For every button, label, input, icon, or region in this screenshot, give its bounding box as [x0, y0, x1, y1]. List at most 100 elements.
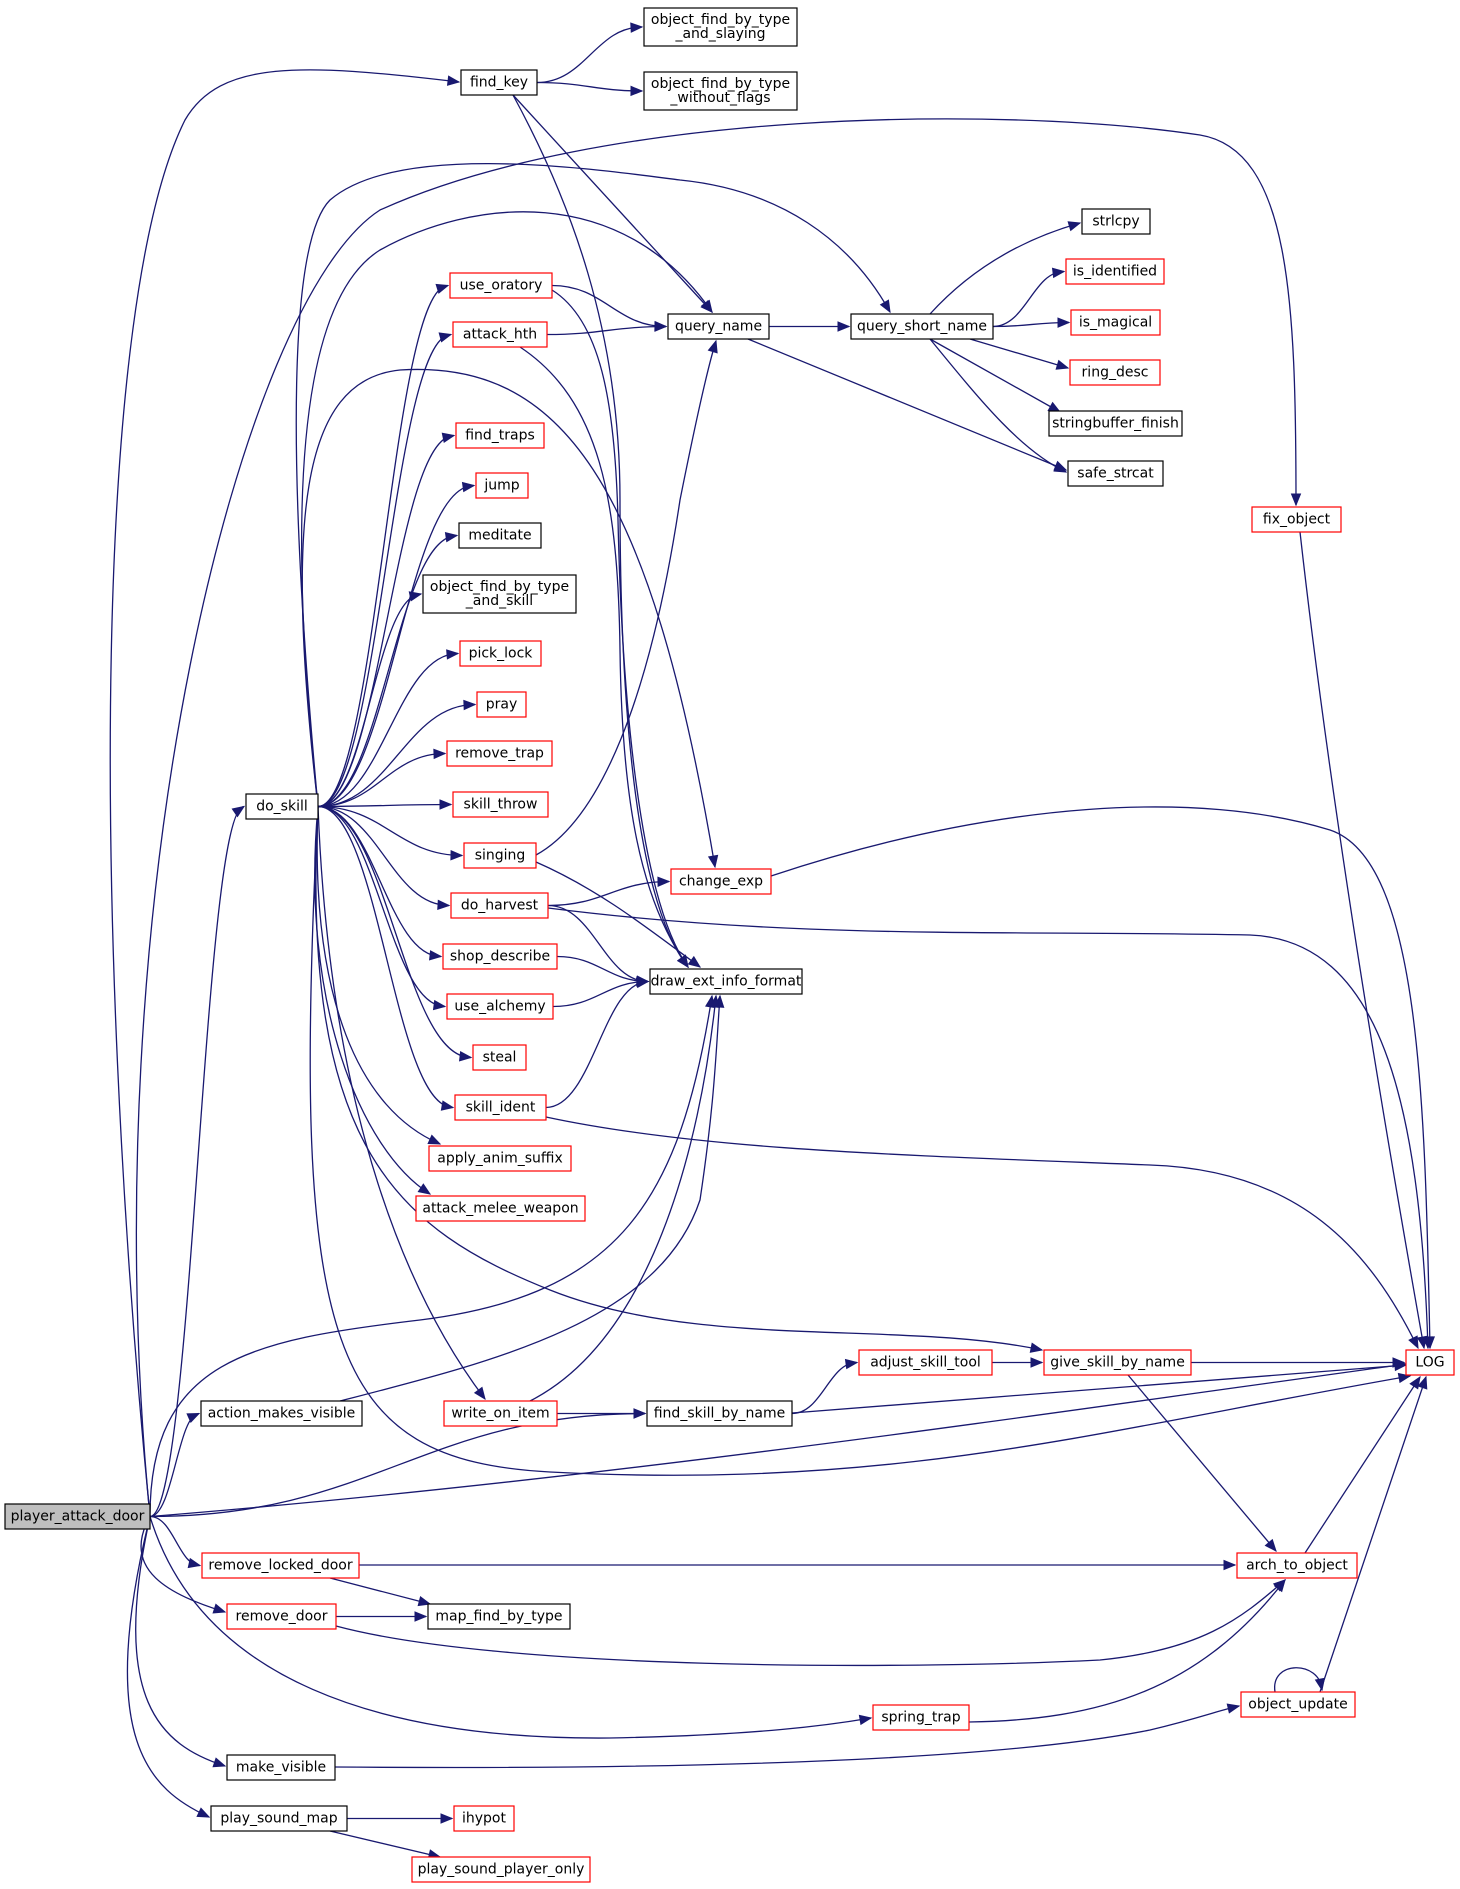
node-fix-object[interactable]: fix_object: [1251, 506, 1342, 533]
node-attack-hth[interactable]: attack_hth: [452, 321, 548, 348]
node-strlcpy[interactable]: strlcpy: [1081, 208, 1151, 235]
edge-write_on_item-to-find_skill_by_name: [557, 1408, 647, 1419]
node-layer: player_attack_door find_key object_find_by…: [4, 7, 1455, 1883]
edge-give_skill_by_name-to-LOG: [1190, 1357, 1406, 1368]
node-object-update[interactable]: object_update: [1240, 1691, 1356, 1718]
node-action-makes-visible[interactable]: action_makes_visible: [200, 1400, 363, 1427]
node-skill-throw[interactable]: skill_throw: [452, 791, 549, 818]
node-label: fix_object: [1263, 512, 1331, 528]
node-label: object_find_by_type: [430, 579, 569, 595]
node-label: find_traps: [465, 428, 535, 444]
edge-do_skill-to-pray: [317, 699, 477, 808]
node-is-magical[interactable]: is_magical: [1070, 309, 1161, 336]
node-object-find-by-type-and-skill[interactable]: object_find_by_type_and_skill: [422, 574, 577, 614]
node-label: apply_anim_suffix: [437, 1151, 563, 1167]
node-query-short-name[interactable]: query_short_name: [850, 313, 994, 340]
node-ring-desc[interactable]: ring_desc: [1069, 359, 1161, 386]
node-label: make_visible: [236, 1760, 326, 1776]
node-label: object_find_by_type: [651, 76, 790, 92]
node-use-alchemy[interactable]: use_alchemy: [446, 993, 554, 1020]
node-steal[interactable]: steal: [472, 1044, 527, 1071]
edge-do_skill-to-attack_hth: [317, 332, 453, 808]
edge-do_skill-to-use_oratory: [317, 283, 450, 808]
edge-object_update-to-LOG: [1319, 1375, 1428, 1693]
edge-write_on_item-to-draw_ext_info_format: [529, 994, 720, 1402]
edge-do_skill-to-object_find_by_type_and_skill: [317, 591, 423, 808]
edge-shop_describe-to-draw_ext_info_format: [556, 955, 650, 987]
node-remove-trap[interactable]: remove_trap: [446, 740, 553, 767]
edge-adjust_skill_tool-to-give_skill_by_name: [991, 1357, 1044, 1368]
edge-player_attack_door-to-action_makes_visible: [149, 1412, 201, 1518]
node-is-identified[interactable]: is_identified: [1065, 258, 1165, 285]
node-label: write_on_item: [451, 1406, 549, 1422]
node-jump[interactable]: jump: [475, 472, 529, 499]
node-play-sound-map[interactable]: play_sound_map: [210, 1805, 348, 1832]
node-spring-trap[interactable]: spring_trap: [872, 1704, 970, 1731]
edge-player_attack_door-to-do_skill: [149, 805, 246, 1518]
node-map-find-by-type[interactable]: map_find_by_type: [427, 1603, 571, 1630]
edge-do_skill-to-change_exp: [301, 368, 719, 869]
node-singing[interactable]: singing: [463, 842, 537, 869]
node-label: _without_flags: [669, 90, 770, 106]
node-attack-melee-weapon[interactable]: attack_melee_weapon: [415, 1195, 586, 1222]
node-safe-strcat[interactable]: safe_strcat: [1067, 460, 1164, 487]
node-play-sound-player-only[interactable]: play_sound_player_only: [411, 1856, 591, 1883]
node-meditate[interactable]: meditate: [458, 522, 542, 549]
node-skill-ident[interactable]: skill_ident: [454, 1094, 547, 1121]
node-label: query_name: [675, 319, 762, 335]
edge-use_oratory-to-query_name: [551, 284, 668, 332]
node-player-attack-door[interactable]: player_attack_door: [4, 1503, 151, 1530]
node-give-skill-by-name[interactable]: give_skill_by_name: [1043, 1349, 1192, 1376]
node-label: strlcpy: [1092, 214, 1139, 230]
node-label: _and_slaying: [674, 26, 765, 42]
node-label: player_attack_door: [11, 1509, 145, 1525]
node-pray[interactable]: pray: [476, 691, 527, 718]
node-ihypot[interactable]: ihypot: [453, 1805, 515, 1832]
node-LOG[interactable]: LOG: [1405, 1349, 1455, 1376]
node-find-key[interactable]: find_key: [460, 69, 538, 96]
node-label: steal: [483, 1050, 517, 1066]
edge-do_skill-to-skill_ident: [317, 805, 455, 1111]
node-make-visible[interactable]: make_visible: [226, 1754, 336, 1781]
node-label: spring_trap: [881, 1710, 960, 1726]
node-arch-to-object[interactable]: arch_to_object: [1236, 1552, 1358, 1579]
node-remove-door[interactable]: remove_door: [226, 1603, 337, 1630]
node-label: singing: [475, 848, 526, 864]
node-stringbuffer-finish[interactable]: stringbuffer_finish: [1048, 410, 1183, 437]
node-label: use_alchemy: [454, 999, 545, 1015]
node-object-find-by-type-without-flags[interactable]: object_find_by_type_without_flags: [643, 71, 798, 111]
node-remove-locked-door[interactable]: remove_locked_door: [201, 1552, 360, 1579]
node-query-name[interactable]: query_name: [667, 313, 770, 340]
node-shop-describe[interactable]: shop_describe: [442, 943, 558, 970]
node-label: draw_ext_info_format: [651, 974, 802, 990]
edge-skill_ident-to-LOG: [545, 1116, 1419, 1350]
edge-query_short_name-to-safe_strcat: [929, 338, 1068, 473]
node-adjust-skill-tool[interactable]: adjust_skill_tool: [858, 1349, 993, 1376]
node-label: skill_throw: [464, 797, 538, 813]
edge-do_skill-to-LOG: [309, 806, 1412, 1476]
edge-play_sound_map-to-ihypot: [346, 1813, 454, 1824]
node-label: jump: [483, 478, 519, 494]
node-find-traps[interactable]: find_traps: [455, 422, 545, 449]
node-label: adjust_skill_tool: [870, 1355, 981, 1371]
node-use-oratory[interactable]: use_oratory: [449, 272, 553, 299]
node-label: object_update: [1248, 1697, 1347, 1713]
node-do-skill[interactable]: do_skill: [245, 793, 319, 820]
edge-remove_door-to-map_find_by_type: [336, 1611, 428, 1622]
node-find-skill-by-name[interactable]: find_skill_by_name: [646, 1400, 793, 1427]
node-label: query_short_name: [857, 319, 987, 335]
node-pick-lock[interactable]: pick_lock: [459, 640, 542, 667]
edge-query_name-to-safe_strcat: [747, 338, 1068, 471]
node-object-find-by-type-and-slaying[interactable]: object_find_by_type_and_slaying: [643, 7, 798, 47]
edge-do_skill-to-shop_describe: [317, 805, 443, 961]
node-write-on-item[interactable]: write_on_item: [443, 1400, 558, 1427]
node-do-harvest[interactable]: do_harvest: [450, 892, 549, 919]
node-apply-anim-suffix[interactable]: apply_anim_suffix: [428, 1145, 572, 1172]
node-label: attack_melee_weapon: [422, 1201, 578, 1217]
node-label: safe_strcat: [1077, 466, 1154, 482]
node-draw-ext-info-format[interactable]: draw_ext_info_format: [649, 968, 803, 995]
edge-make_visible-to-object_update: [334, 1703, 1241, 1769]
edge-find_key-to-object_find_by_type_without_flags: [536, 81, 644, 97]
node-change-exp[interactable]: change_exp: [670, 868, 772, 895]
